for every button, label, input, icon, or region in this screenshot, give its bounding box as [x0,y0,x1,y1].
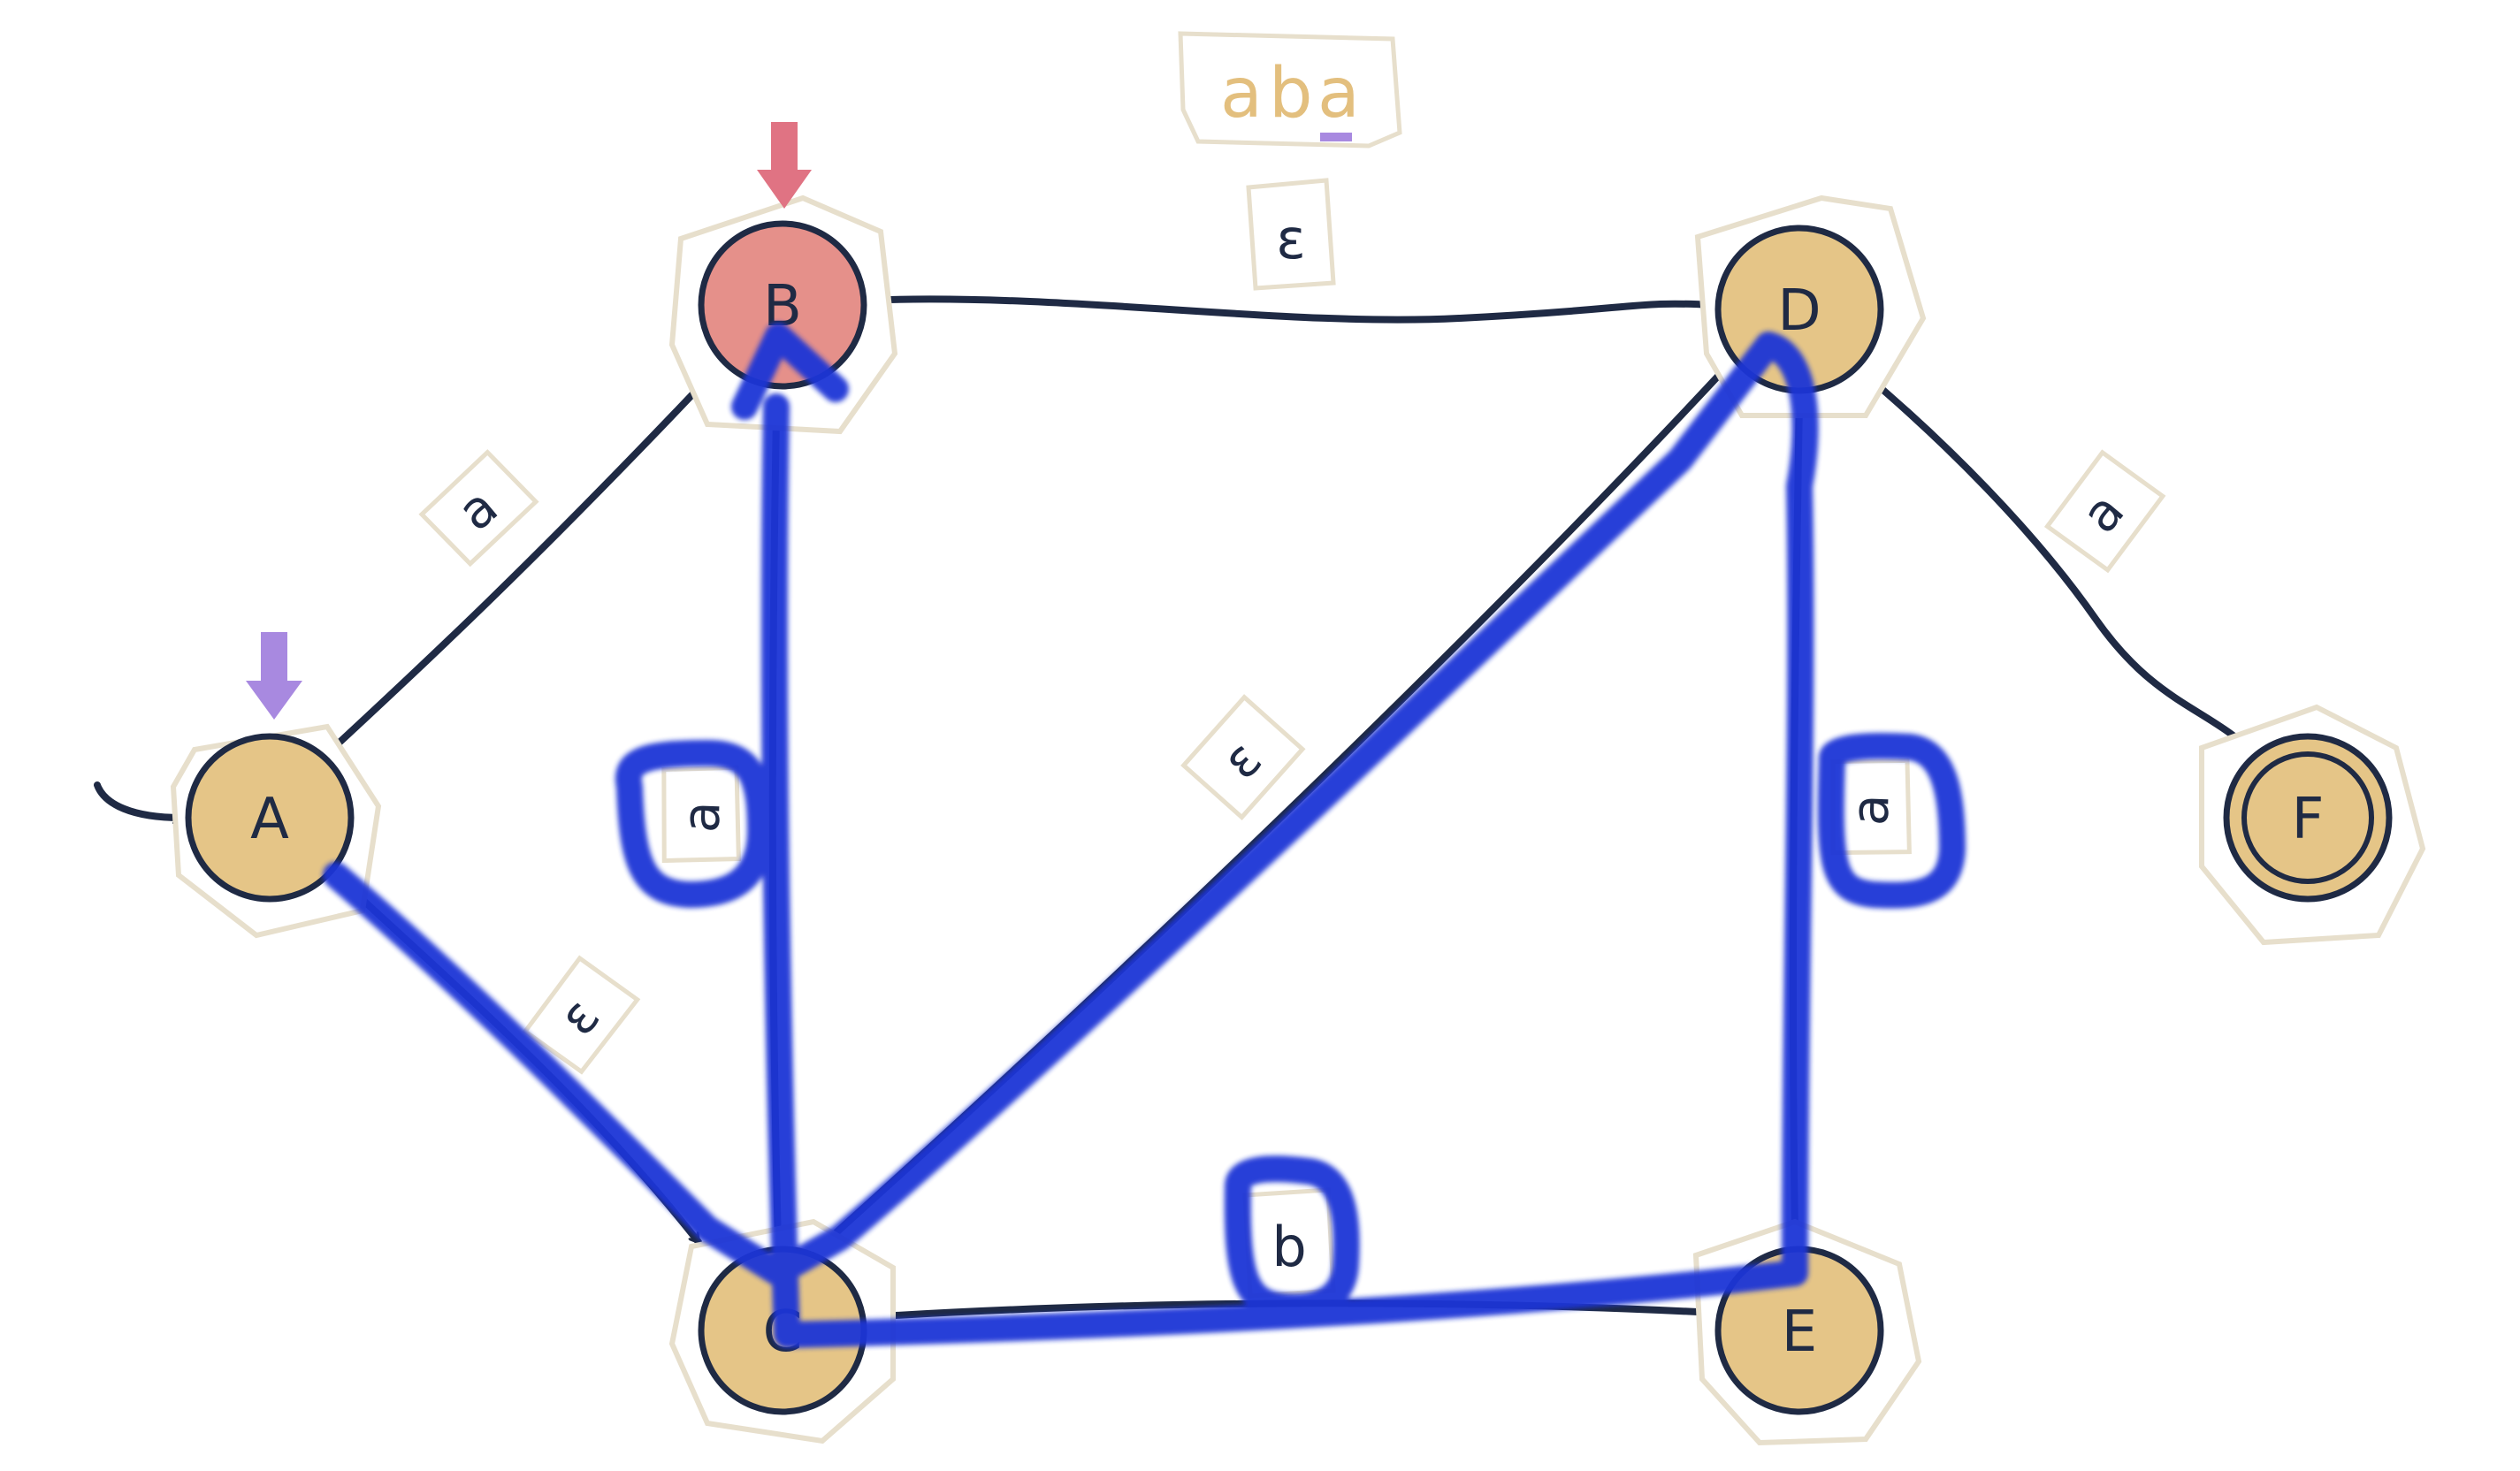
edge-labels: a ε a ε ε a b a [418,178,2166,1299]
edge-d-to-f [1858,368,2263,762]
initial-arrow [94,781,185,818]
edge-b-to-d [859,295,1714,324]
highlight-circle-b [1224,1155,1360,1321]
label-text: a [670,800,731,834]
input-tape-card [1178,31,1402,149]
highlight-path [323,323,1819,1348]
label-card [1246,178,1336,291]
label-card [522,955,641,1075]
state-label: E [1782,1300,1817,1365]
state-b[interactable]: B [668,194,898,435]
label-card [2043,449,2166,574]
active-state-arrow [757,122,812,209]
label-c-to-b: a [661,765,741,864]
state-circle [698,220,867,390]
label-text: a [1839,793,1900,827]
label-text: b [1271,1215,1306,1279]
label-card [418,449,539,568]
state-label: A [250,787,289,852]
edge-a-to-b [328,368,718,753]
label-a-to-c: ε [522,955,641,1075]
highlight-circle-a2 [1817,732,1966,909]
input-char-3: a [1317,54,1360,133]
state-f[interactable]: F [2199,704,2426,946]
markers [246,122,812,720]
label-b-to-d: ε [1246,178,1336,291]
state-a[interactable]: A [170,723,382,939]
state-circle [2223,733,2393,903]
edge-c-to-d [832,366,1728,1237]
accepting-ring [2241,751,2374,884]
input-cursor [1320,133,1352,141]
previous-state-arrow [246,632,302,720]
state-label: D [1777,278,1821,344]
input-char-2: b [1269,54,1313,133]
label-a-to-b: a [418,449,539,568]
highlight-circle-a [615,740,774,908]
states: A B C D E F [170,194,2426,1446]
label-text: ε [1276,207,1306,271]
state-label: F [2292,787,2325,852]
edges [94,295,2263,1317]
label-c-to-d: ε [1180,694,1306,821]
highlight-annotation [323,323,1966,1348]
input-char-1: a [1220,54,1263,133]
state-circle [185,733,355,903]
label-card [1180,694,1306,821]
label-d-to-f: a [2043,449,2166,574]
input-tape: a b a [1178,31,1402,149]
